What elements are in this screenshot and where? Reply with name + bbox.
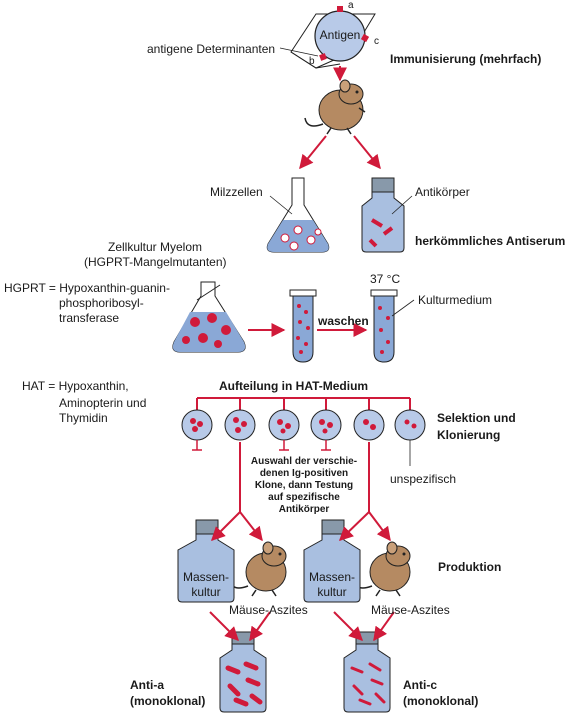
mouse-ascites-1 — [229, 541, 287, 597]
nonspecific-label: unspezifisch — [390, 472, 457, 486]
clone-choice-3: Klone, dann Testung — [254, 480, 354, 491]
production-title: Produktion — [438, 560, 502, 574]
ascites-label-1: Mäuse-Aszites — [229, 603, 308, 617]
mass-culture-1-line2: kultur — [191, 585, 221, 599]
spleen-cells-label: Milzzellen — [210, 185, 263, 199]
clone-choice-1: Auswahl der verschie- — [250, 456, 358, 467]
flask-myeloma-culture — [172, 281, 246, 353]
mass-culture-1-line1: Massen- — [182, 570, 229, 584]
determinant-b-label: b — [309, 56, 315, 67]
hat-distribution-bar — [196, 397, 411, 410]
antigen-illustration — [279, 6, 376, 69]
determinants-label: antigene Determinanten — [147, 42, 276, 56]
mass-culture-2-line2: kultur — [317, 585, 347, 599]
culture-medium-label: Kulturmedium — [418, 293, 493, 307]
anti-c-monoclonal: (monoklonal) — [403, 694, 479, 708]
test-tube-medium — [370, 289, 398, 363]
hat-definition-3: Thymidin — [59, 411, 108, 425]
determinant-a-label: a — [348, 0, 354, 11]
anti-a-label: Anti-a — [130, 678, 164, 692]
hat-title: Aufteilung in HAT-Medium — [219, 379, 369, 393]
hgprt-definition-1: HGPRT = Hypoxanthin-guanin- — [4, 281, 170, 295]
well-cells — [190, 417, 417, 434]
myeloma-culture-label: Zellkultur Myelom — [108, 240, 203, 254]
ascites-label-2: Mäuse-Aszites — [371, 603, 450, 617]
anti-c-label: Anti-c — [403, 678, 437, 692]
selection-label-1: Selektion und — [437, 411, 516, 425]
mass-culture-2-line1: Massen- — [308, 570, 355, 584]
bottle-antiserum — [361, 177, 405, 253]
hat-definition-1: HAT = Hypoxanthin, — [22, 379, 129, 393]
myeloma-mutant-label: (HGPRT-Mangelmutanten) — [84, 255, 227, 269]
flask-spleen-cells — [266, 177, 330, 253]
anti-a-monoclonal: (monoklonal) — [130, 694, 206, 708]
temperature-label: 37 °C — [370, 272, 401, 286]
selection-label-2: Klonierung — [437, 428, 501, 442]
bottle-anti-a — [219, 631, 267, 713]
clone-choice-5: Antikörper — [278, 504, 330, 515]
dead-clone-markers — [192, 440, 411, 466]
determinant-b-mark — [319, 53, 327, 61]
antigen-label: Antigen — [319, 28, 361, 42]
mouse-ascites-2 — [353, 541, 411, 597]
mouse-immunized — [304, 79, 366, 135]
clone-choice-4: auf spezifische — [268, 492, 340, 503]
determinant-c-label: c — [374, 36, 379, 47]
test-tube-wash — [289, 289, 317, 363]
determinant-a-mark — [337, 6, 343, 12]
bottle-anti-c — [343, 631, 391, 713]
flow-arrows — [209, 66, 395, 642]
hat-definition-2: Aminopterin und — [59, 396, 147, 410]
label-pointers — [269, 195, 415, 317]
antibody-label: Antikörper — [415, 185, 470, 199]
selection-wells — [181, 409, 426, 441]
hgprt-definition-3: transferase — [59, 311, 120, 325]
determinant-c-mark — [360, 33, 370, 43]
antiserum-title: herkömmliches Antiserum — [415, 234, 566, 248]
hgprt-definition-2: phosphoribosyl- — [59, 296, 144, 310]
clone-choice-2: denen Ig-positiven — [259, 468, 349, 479]
immunization-title: Immunisierung (mehrfach) — [390, 52, 542, 66]
wash-label: waschen — [318, 314, 369, 328]
